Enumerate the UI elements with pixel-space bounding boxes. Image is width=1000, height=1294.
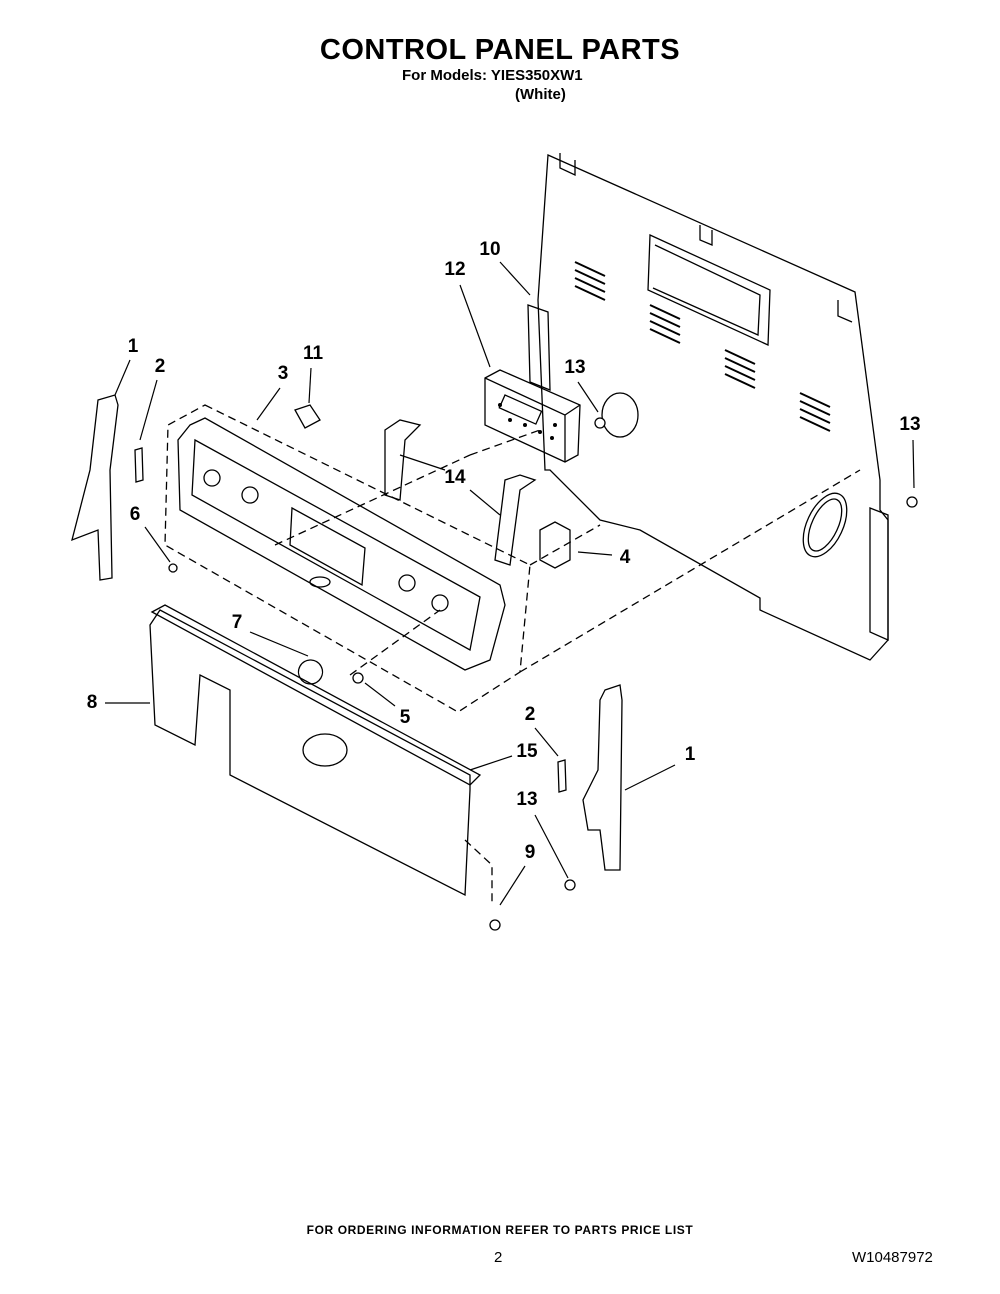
callout-14: 14	[444, 467, 466, 488]
callout-6: 6	[129, 504, 141, 525]
control-panel-frame	[177, 417, 506, 671]
callout-10: 10	[479, 239, 501, 260]
screws	[168, 417, 918, 931]
clip-2-left	[134, 447, 144, 483]
bracket-11	[294, 404, 321, 429]
callout-8: 8	[86, 692, 98, 713]
callout-1: 1	[127, 336, 139, 357]
assembly-leader-lines	[274, 429, 861, 905]
callout-7: 7	[231, 612, 243, 633]
callout-1: 1	[684, 744, 696, 765]
end-cap-right	[582, 684, 623, 871]
wire-harness-14b	[494, 474, 537, 566]
lower-panel-hole	[302, 733, 348, 767]
callout-4: 4	[619, 547, 631, 568]
end-cap-left	[71, 394, 119, 581]
callout-2: 2	[154, 356, 166, 377]
clip-2-right	[557, 759, 567, 793]
callout-2: 2	[524, 704, 536, 725]
wire-harness-14a	[384, 419, 422, 501]
callout-12: 12	[444, 259, 466, 280]
model-number: For Models: YIES350XW1	[402, 67, 583, 84]
document-number: W10487972	[852, 1249, 933, 1266]
callout-3: 3	[277, 363, 289, 384]
ordering-note: FOR ORDERING INFORMATION REFER TO PARTS …	[306, 1223, 694, 1237]
callout-15: 15	[516, 741, 538, 762]
knob-7	[297, 659, 324, 685]
model-color: (White)	[515, 86, 566, 103]
callout-5: 5	[399, 707, 411, 728]
electronic-control-board	[484, 369, 581, 463]
page-title: CONTROL PANEL PARTS	[319, 34, 681, 66]
lower-panel-8	[149, 609, 471, 897]
callout-9: 9	[524, 842, 536, 863]
callout-11: 11	[302, 343, 324, 364]
callout-13: 13	[516, 789, 538, 810]
rear-console-panel	[527, 153, 889, 661]
callout-13: 13	[899, 414, 921, 435]
callout-arrows	[105, 261, 915, 906]
page-number: 2	[494, 1249, 503, 1266]
rail-15	[150, 604, 482, 786]
callout-13: 13	[564, 357, 586, 378]
switch-4	[539, 521, 571, 569]
